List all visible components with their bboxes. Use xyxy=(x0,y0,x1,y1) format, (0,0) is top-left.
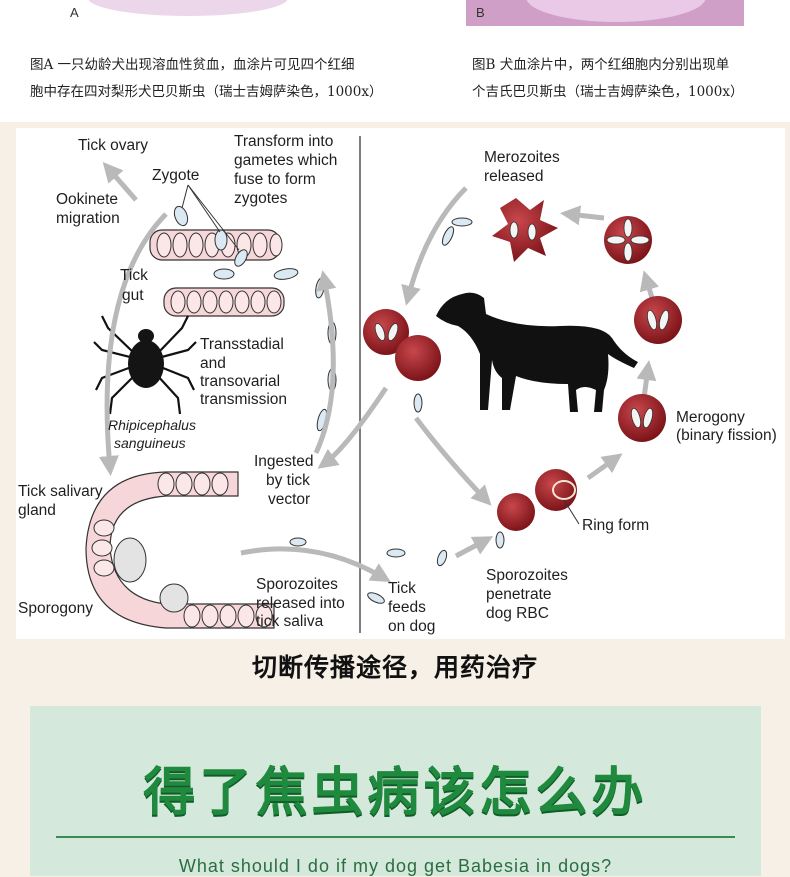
label-species-2: sanguineus xyxy=(114,435,186,451)
label-ookinete-2: migration xyxy=(56,210,120,227)
tick-body xyxy=(128,340,164,388)
label-tick-gut-2: gut xyxy=(122,287,144,304)
label-tick-gut-1: Tick xyxy=(120,267,148,284)
caption-b: 图B 犬血涂片中，两个红细胞内分别出现单 个吉氏巴贝斯虫（瑞士吉姆萨染色，100… xyxy=(472,52,782,106)
label-transstadial-1: Transstadial xyxy=(200,336,284,353)
label-ingested-3: vector xyxy=(268,491,310,508)
label-transform-4: zygotes xyxy=(234,190,288,207)
caption-b-line2: 个吉氏巴贝斯虫（瑞士吉姆萨染色，1000x） xyxy=(472,84,744,100)
label-salivary-2: gland xyxy=(18,502,56,519)
label-sporozoites-rel-2: released into xyxy=(256,595,345,612)
zygote-pointers xyxy=(181,184,240,251)
section-panel: 得了焦虫病该怎么办 What should I do if my dog get… xyxy=(30,706,761,876)
label-transform-2: gametes which xyxy=(234,152,337,169)
label-tick-feeds-2: feeds xyxy=(388,599,426,616)
blood-smear-photo-b: B xyxy=(466,0,744,26)
label-sporozoites-rel-3: tick saliva xyxy=(256,613,324,630)
photo-b-cell xyxy=(526,0,706,22)
section-subtitle: What should I do if my dog get Babesia i… xyxy=(178,856,613,876)
label-transform-3: fuse to form xyxy=(234,171,316,188)
photo-a-cell xyxy=(88,0,288,16)
section-divider xyxy=(56,836,735,838)
label-merogony-2: (binary fission) xyxy=(676,427,777,444)
label-ingested-2: by tick xyxy=(266,472,310,489)
photo-b-label: B xyxy=(476,5,485,20)
label-transstadial-2: and xyxy=(200,355,226,372)
caption-a: 图A 一只幼龄犬出现溶血性贫血，血涂片可见四个红细 胞中存在四对梨形犬巴贝斯虫（… xyxy=(30,52,430,106)
label-merozoites-1: Merozoites xyxy=(484,149,560,166)
label-species-1: Rhipicephalus xyxy=(108,417,196,433)
label-penetrate-2: penetrate xyxy=(486,586,552,603)
photo-a-label: A xyxy=(70,5,79,20)
label-ookinete-1: Ookinete xyxy=(56,191,118,208)
dog-parasites xyxy=(289,217,505,604)
label-tick-ovary: Tick ovary xyxy=(78,137,148,154)
label-ingested-1: Ingested xyxy=(254,453,313,470)
label-merozoites-2: released xyxy=(484,168,543,185)
dog-cycle-arrows xyxy=(317,186,660,559)
life-cycle-svg: Tick ovary Zygote Transform into gametes… xyxy=(18,133,777,635)
babesia-life-cycle-diagram: Tick ovary Zygote Transform into gametes… xyxy=(16,128,785,639)
caption-a-line1: 图A 一只幼龄犬出现溶血性贫血，血涂片可见四个红细 xyxy=(30,57,355,73)
label-tick-feeds-1: Tick xyxy=(388,580,416,597)
label-penetrate-1: Sporozoites xyxy=(486,567,568,584)
caption-b-line1: 图B 犬血涂片中，两个红细胞内分别出现单 xyxy=(472,57,730,73)
tick-gut-tissue xyxy=(149,229,285,317)
tick-head xyxy=(138,329,154,343)
tick-salivary-gland xyxy=(85,471,275,629)
label-transstadial-3: transovarial xyxy=(200,373,280,390)
dog-silhouette xyxy=(436,292,638,412)
label-sporogony: Sporogony xyxy=(18,600,93,617)
red-blood-cells xyxy=(363,198,682,531)
blood-smear-photo-a: A xyxy=(58,0,301,26)
label-zygote: Zygote xyxy=(152,167,199,184)
label-sporozoites-rel-1: Sporozoites xyxy=(256,576,338,593)
label-transstadial-4: transmission xyxy=(200,391,287,408)
label-merogony-1: Merogony xyxy=(676,409,745,426)
tick-illustration xyxy=(93,315,197,415)
top-photo-section: A B 图A 一只幼龄犬出现溶血性贫血，血涂片可见四个红细 胞中存在四对梨形犬巴… xyxy=(0,0,790,122)
label-tick-feeds-3: on dog xyxy=(388,618,435,635)
slogan-text: 切断传播途径，用药治疗 xyxy=(251,653,538,682)
label-penetrate-3: dog RBC xyxy=(486,605,549,622)
tick-cycle-arrows xyxy=(98,161,391,583)
label-ring-form: Ring form xyxy=(582,517,649,534)
caption-a-line2: 胞中存在四对梨形犬巴贝斯虫（瑞士吉姆萨染色，1000x） xyxy=(30,84,383,100)
section-title: 得了焦虫病该怎么办 xyxy=(143,763,648,823)
ring-form-pointer xyxy=(563,499,580,525)
label-salivary-1: Tick salivary xyxy=(18,483,103,500)
label-transform-1: Transform into xyxy=(234,133,333,150)
